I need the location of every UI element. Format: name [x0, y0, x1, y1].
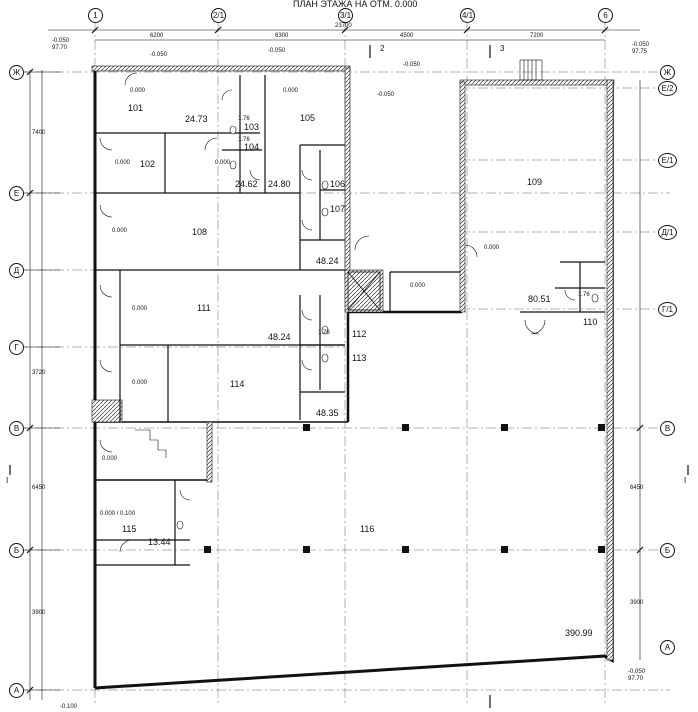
dim-top-1: 6200: [150, 33, 164, 39]
area-116: 390.99: [565, 628, 593, 638]
section-mark-left: I: [6, 476, 9, 485]
hatched-walls: [91, 65, 615, 661]
area-101: 24.73: [185, 114, 208, 124]
room-105: 105: [300, 113, 316, 123]
level-top-3: -0.050: [403, 62, 421, 68]
room-106: 106: [330, 179, 346, 189]
level-corridor: 0.000: [484, 245, 500, 251]
dim-right-1: 6450: [630, 485, 644, 491]
axis-leaders: [23, 71, 60, 691]
level-stair: 0.000: [102, 456, 118, 462]
axis-d1-right: Д/1: [658, 225, 677, 240]
dim-left-4: 7400: [32, 130, 46, 136]
level-top-2: -0.050: [268, 48, 286, 54]
dim-left-2: 6450: [32, 485, 46, 491]
axis-e-left: Е: [9, 186, 24, 201]
axis-b-right: Б: [660, 543, 675, 558]
axis-e2-right: Е/2: [658, 81, 677, 96]
area-wc-104: 1.76: [238, 137, 250, 143]
axis-a-right: А: [660, 640, 675, 655]
room-113: 113: [352, 353, 367, 363]
interior-partitions: [95, 75, 605, 566]
dim-top-3: 4500: [400, 33, 414, 39]
section-mark-right: I: [684, 476, 687, 485]
area-102: 24.62: [235, 179, 258, 189]
axis-e1-right: Е/1: [658, 153, 677, 168]
cut-mark-3: 3: [500, 44, 505, 53]
room-114: 114: [230, 379, 245, 389]
room-112: 112: [352, 329, 367, 339]
axis-1: 1: [88, 8, 103, 23]
axis-zh-right: Ж: [660, 65, 675, 80]
level-111: 0.000: [132, 306, 148, 312]
area-wc-112: 1.76: [318, 330, 330, 336]
dim-top-2: 6300: [275, 33, 289, 39]
level-115: 0.000 / 0.100: [100, 511, 136, 517]
axis-zh-left: Ж: [9, 65, 24, 80]
plan-title: ПЛАН ЭТАЖА НА ОТМ. 0.000: [293, 0, 418, 9]
grid-lines: [18, 22, 670, 705]
level-101: 0.000: [130, 88, 146, 94]
area-wc-110: 1.76: [578, 292, 590, 298]
elevation-mark-top-right: -0.050 97.75: [632, 42, 650, 55]
area-111: 48.24: [268, 332, 291, 342]
area-wc-103: 1.76: [238, 116, 250, 122]
level-top-4: -0.050: [377, 92, 395, 98]
axis-3-1: 3/1: [338, 8, 353, 23]
level-top-1: -0.050: [150, 52, 168, 58]
room-115: 115: [122, 524, 137, 534]
room-107: 107: [330, 204, 346, 214]
axis-4-1: 4/1: [460, 8, 475, 23]
room-102: 102: [140, 159, 156, 169]
axis-g1-right: Г/1: [658, 302, 677, 317]
area-108: 48.24: [316, 256, 339, 266]
level-lobby: 0.000: [410, 283, 426, 289]
section-marks: [9, 45, 689, 708]
level-wc: 0.000: [215, 160, 231, 166]
axis-v-right: В: [660, 421, 675, 436]
dim-left-1: 3720: [32, 370, 46, 376]
room-103: 103: [244, 122, 260, 132]
elevation-mark-top-left: -0.050 97.70: [52, 38, 70, 51]
dim-top-4: 7200: [530, 33, 544, 39]
level-102: 0.000: [115, 160, 131, 166]
axis-g-left: Г: [9, 340, 24, 355]
elevation-mark-bottom-right: -0.050 97.70: [628, 669, 646, 682]
room-101: 101: [128, 103, 144, 113]
level-108: 0.000: [112, 228, 128, 234]
level-114: 0.000: [132, 380, 148, 386]
axis-a-left: А: [9, 683, 24, 698]
axis-b-left: Б: [9, 543, 24, 558]
axis-6: 6: [598, 8, 613, 23]
doors: [99, 72, 576, 553]
axis-2-1: 2/1: [211, 8, 226, 23]
dim-right-2: 3900: [630, 600, 644, 606]
room-108: 108: [192, 227, 208, 237]
stair-flight: [135, 59, 543, 458]
elevation-mark-bottom-left: -0.100: [60, 704, 78, 710]
area-109: 80.51: [528, 294, 551, 304]
room-109: 109: [527, 177, 543, 187]
area-115: 13.44: [148, 537, 171, 547]
room-116: 116: [360, 524, 375, 534]
room-110: 110: [583, 317, 598, 327]
area-114: 48.35: [316, 408, 339, 418]
area-105: 24.80: [268, 179, 291, 189]
outer-walls: [93, 66, 614, 690]
wc-fixtures: [176, 125, 599, 530]
room-104: 104: [244, 142, 260, 152]
axis-v-left: В: [9, 421, 24, 436]
dim-left-3: 3900: [32, 610, 46, 616]
dim-top-total: 23700: [335, 23, 352, 29]
columns: [204, 424, 605, 553]
elevator-shaft: [347, 271, 381, 311]
cut-mark-2: 2: [380, 44, 385, 53]
axis-d-left: Д: [9, 263, 24, 278]
room-111: 111: [197, 303, 211, 313]
level-105: 0.000: [283, 88, 299, 94]
